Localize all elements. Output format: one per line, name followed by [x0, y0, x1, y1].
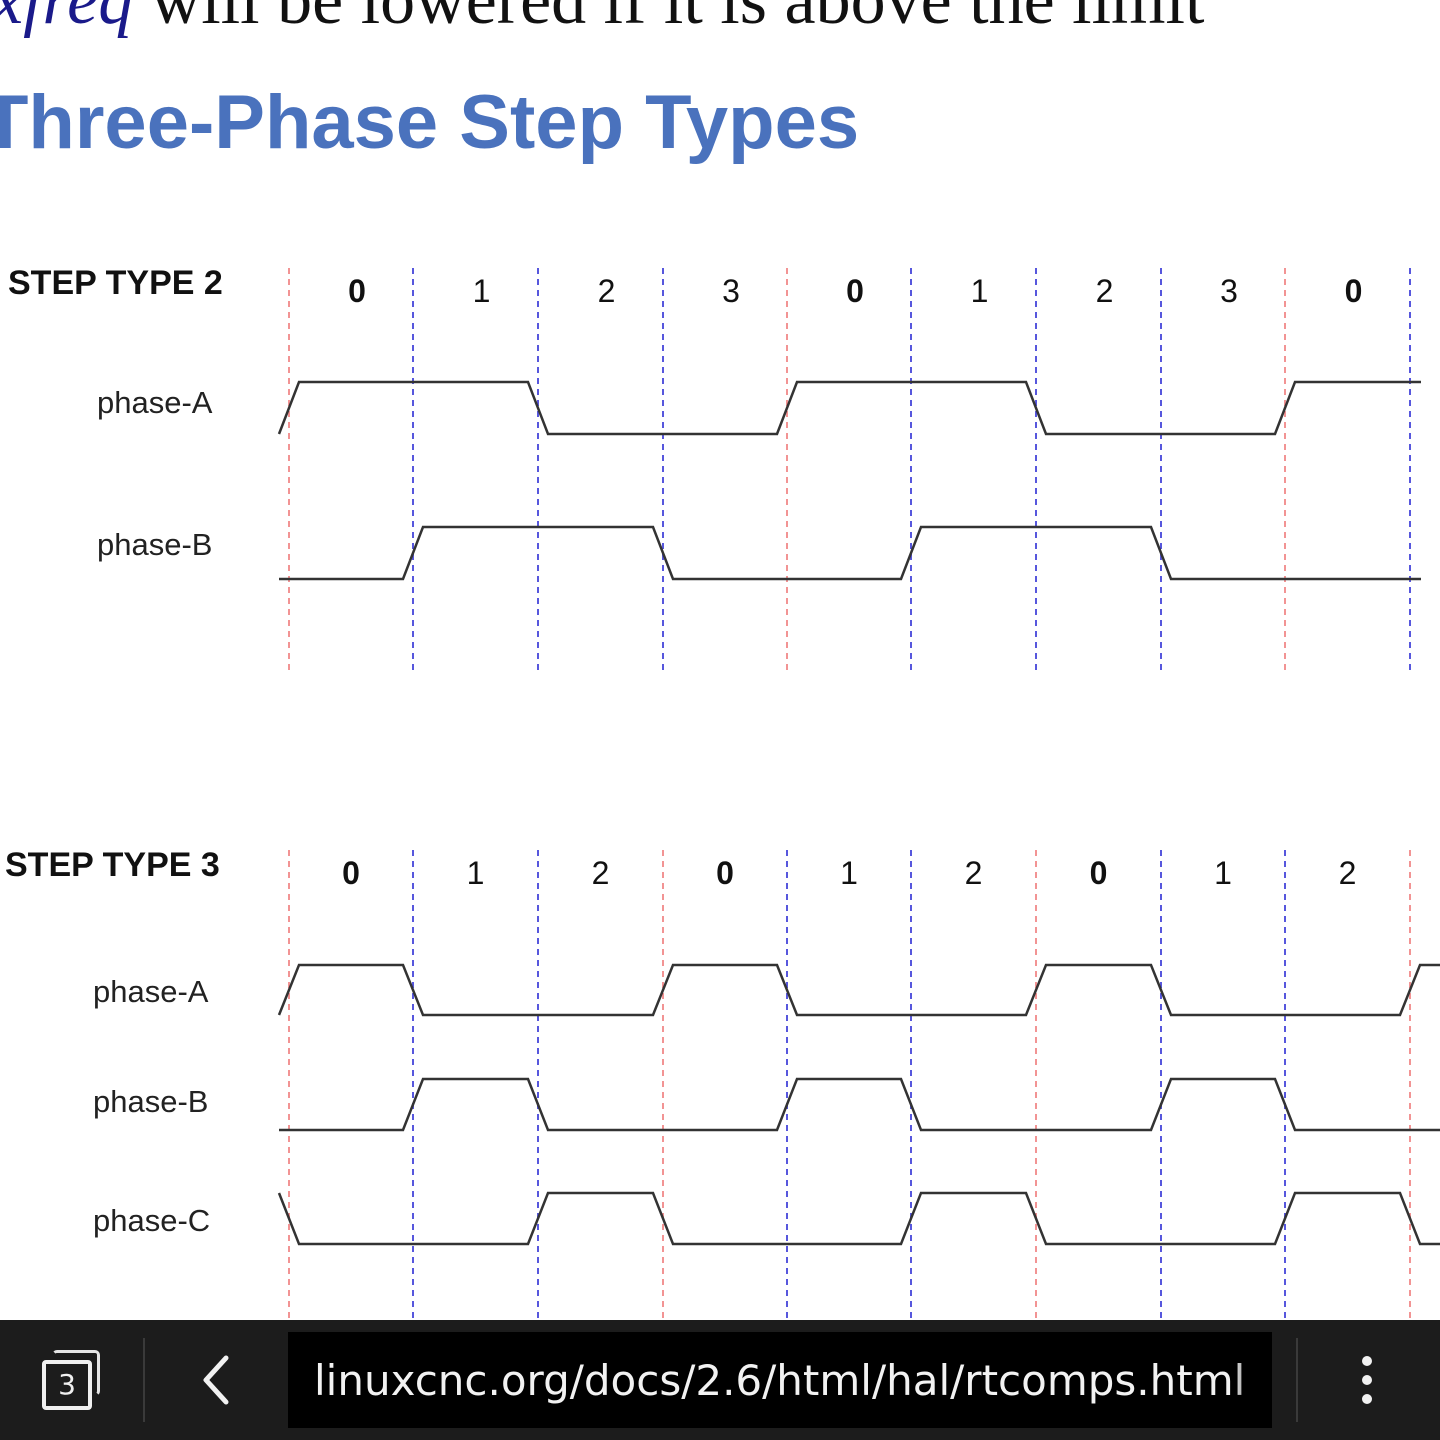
- step-number: 2: [1096, 273, 1114, 309]
- step-number: 1: [840, 855, 858, 891]
- tab-switcher-button[interactable]: 3: [40, 1348, 106, 1412]
- step-number: 2: [1339, 855, 1357, 891]
- step-type-timing-diagram: STEP TYPE 2 0 1 2 3 0 1 2 3 0 phase-A phase-B STEP T…: [5, 264, 1440, 1320]
- signal-label: phase-C: [93, 1203, 210, 1238]
- step-number: 2: [965, 855, 983, 891]
- signal-label: phase-A: [93, 974, 209, 1009]
- tabs-icon: [52, 1350, 100, 1396]
- browser-toolbar: 3 linuxcnc.org/docs/2.6/html/hal/rtcomps…: [0, 1320, 1440, 1440]
- more-menu-button[interactable]: [1340, 1348, 1396, 1412]
- step-number: 1: [1214, 855, 1232, 891]
- waveform-phase-c: [277, 1191, 1440, 1246]
- waveform-phase-b: [279, 1077, 1440, 1132]
- waveform-phase-b: [279, 525, 1421, 581]
- step-number: 1: [467, 855, 485, 891]
- step-number: 0: [1345, 273, 1363, 309]
- step-number: 1: [971, 273, 989, 309]
- tab-count: 3: [42, 1360, 92, 1410]
- step-number: 2: [592, 855, 610, 891]
- intro-code-word: xfreq: [0, 0, 134, 39]
- step-number: 0: [1090, 855, 1108, 891]
- intro-text: xfreq will be lowered if it is above the…: [0, 0, 1204, 36]
- waveform-phase-a: [277, 963, 1440, 1017]
- more-vertical-icon-dot: [1362, 1375, 1372, 1385]
- url-field[interactable]: linuxcnc.org/docs/2.6/html/hal/rtcomps.h…: [288, 1332, 1272, 1428]
- step-number: 2: [598, 273, 616, 309]
- toolbar-divider: [143, 1338, 145, 1422]
- toolbar-divider: [1296, 1338, 1298, 1422]
- step-type-label: STEP TYPE 2: [8, 264, 223, 302]
- more-vertical-icon: [1362, 1356, 1372, 1366]
- section-heading: Three-Phase Step Types: [0, 80, 860, 165]
- url-fade: [1232, 1332, 1272, 1428]
- step-number: 0: [846, 273, 864, 309]
- step-type-label: STEP TYPE 3: [5, 846, 220, 884]
- waveform-phase-a: [277, 380, 1421, 436]
- url-text: linuxcnc.org/docs/2.6/html/hal/rtcomps.h…: [314, 1356, 1246, 1405]
- step-number: 1: [473, 273, 491, 309]
- more-vertical-icon-dot: [1362, 1394, 1372, 1404]
- chevron-left-icon: [203, 1355, 229, 1405]
- step-number: 3: [1220, 273, 1238, 309]
- step-number: 0: [716, 855, 734, 891]
- intro-text-rest: will be lowered if it is above the limit: [133, 0, 1205, 39]
- signal-label: phase-B: [97, 527, 212, 562]
- signal-label: phase-B: [93, 1084, 208, 1119]
- signal-label: phase-A: [97, 385, 213, 420]
- step-number: 0: [348, 273, 366, 309]
- step-number: 3: [722, 273, 740, 309]
- back-button[interactable]: [186, 1350, 246, 1410]
- step-number: 0: [342, 855, 360, 891]
